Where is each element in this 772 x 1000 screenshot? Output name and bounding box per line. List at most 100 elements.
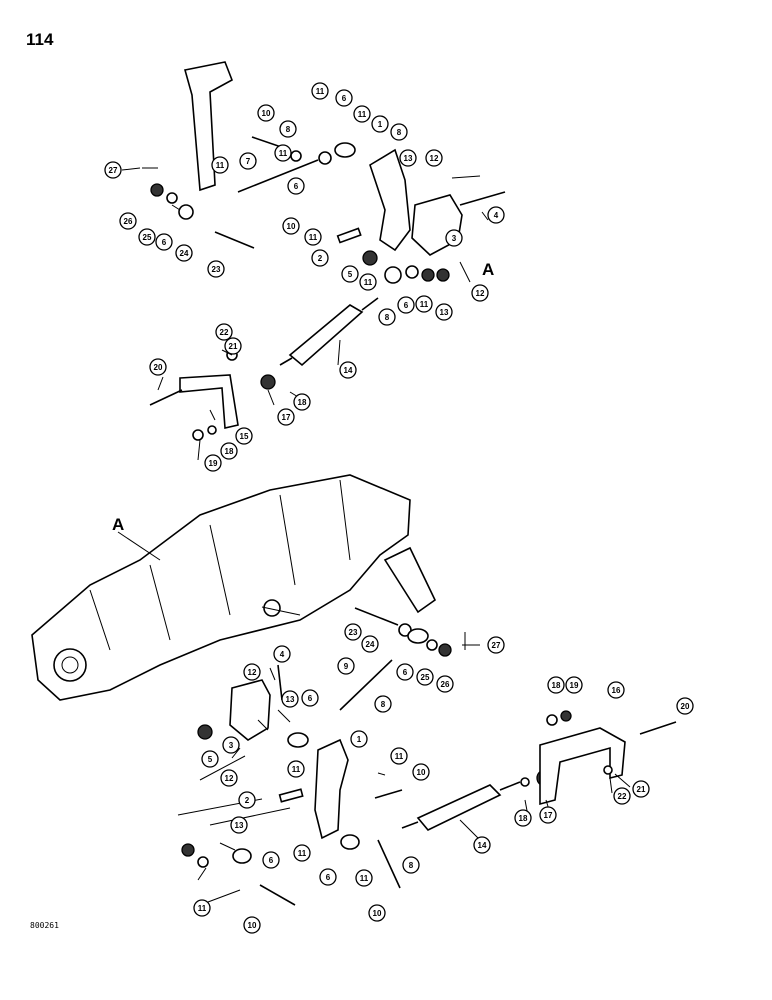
callout-bottom-16: 16 [607,681,625,699]
callout-number: 12 [476,289,485,298]
callout-number: 11 [395,752,404,761]
reference-leader-a [117,531,161,561]
washer-top-1 [290,150,302,162]
callout-top-11: 11 [304,228,322,246]
pump-housing [31,474,411,701]
callout-bottom-11: 11 [355,869,373,887]
callout-number: 19 [570,681,579,690]
callout-number: 11 [420,300,429,309]
callout-bottom-9: 9 [337,657,355,675]
callout-bottom-11: 11 [390,747,408,765]
pump-section-lines [89,479,351,651]
callout-bottom-13: 13 [230,816,248,834]
rod-end-6-bottom-4 [340,834,360,850]
callout-number: 11 [316,87,325,96]
bottom-assembly [181,546,677,906]
callout-bottom-25: 25 [416,668,434,686]
callout-number: 22 [220,328,229,337]
callout-bottom-6: 6 [396,663,414,681]
callout-bottom-18: 18 [547,676,565,694]
callout-number: 10 [287,222,296,231]
callout-bottom-2: 2 [238,791,256,809]
callout-top-5: 5 [341,265,359,283]
callout-top-23: 23 [207,260,225,278]
callout-number: 18 [519,814,528,823]
callout-number: 6 [269,856,274,865]
callout-number: 8 [385,313,390,322]
callout-top-8: 8 [390,123,408,141]
nut-19-top [192,429,204,441]
cylinder-rod-top [361,297,379,311]
callout-number: 10 [248,921,257,930]
callout-top-18: 18 [220,442,238,460]
callout-top-6: 6 [155,233,173,251]
callout-number: 26 [441,680,450,689]
callout-number: 22 [618,792,627,801]
callout-number: 11 [198,904,207,913]
pump-shaft [61,656,79,674]
callout-number: 20 [681,702,690,711]
callout-number: 12 [430,154,439,163]
nut-5-top [362,250,378,266]
callout-top-14: 14 [339,361,357,379]
callout-top-6: 6 [335,89,353,107]
callout-number: 10 [417,768,426,777]
bolt-10-bottom-3 [374,789,403,799]
nut-13-bottom [181,843,195,857]
callout-top-11: 11 [274,144,292,162]
callout-top-2: 2 [311,249,329,267]
washer-25-bottom [426,639,438,651]
bolt-20-top [149,389,183,406]
nut-26-top [150,183,164,197]
callout-top-15: 15 [235,427,253,445]
washer-top-2 [405,265,419,279]
callout-top-8: 8 [378,308,396,326]
callout-top-6: 6 [287,177,305,195]
callout-number: 12 [225,774,234,783]
rod-end-top-1 [334,142,356,158]
rod-end-6-bottom-3 [232,848,252,864]
callout-number: 6 [294,182,299,191]
callout-top-26: 26 [119,212,137,230]
linkage-arm-bottom [383,546,437,614]
callout-number: 26 [124,217,133,226]
callout-number: 6 [403,668,408,677]
cylinder-bottom [416,784,502,831]
callout-number: 1 [357,735,362,744]
bolt-20-bottom [639,721,677,735]
nut-top-2 [421,268,435,282]
callout-bottom-8: 8 [374,695,392,713]
callout-number: 7 [246,157,251,166]
rod-end-6-bottom-2 [287,732,309,748]
callout-bottom-6: 6 [319,868,337,886]
callout-top-17: 17 [277,408,295,426]
bushing-17-top [260,374,276,390]
callout-number: 24 [180,249,189,258]
pin-2-top [336,227,362,244]
callout-bottom-14: 14 [473,836,491,854]
callout-bottom-10: 10 [412,763,430,781]
callout-number: 6 [404,301,409,310]
callout-bottom-21: 21 [632,780,650,798]
pump-shaft-flange [53,648,87,682]
callout-number: 11 [360,874,369,883]
callout-number: 5 [348,270,353,279]
long-bolt-top [237,159,319,193]
callout-bottom-10: 10 [368,904,386,922]
bracket-15-top [179,374,239,429]
bolt-10-bottom-2 [259,884,296,906]
reference-label-a-top: A [482,260,494,279]
callout-number: 3 [452,234,457,243]
callout-top-8: 8 [279,120,297,138]
callout-bottom-6: 6 [262,851,280,869]
callout-bottom-8: 8 [402,856,420,874]
callout-bottom-22: 22 [613,787,631,805]
callout-number: 6 [326,873,331,882]
callout-number: 10 [373,909,382,918]
callout-number: 11 [216,161,225,170]
callout-number: 13 [235,821,244,830]
callout-number: 17 [544,811,553,820]
callout-top-3: 3 [445,229,463,247]
callout-top-11: 11 [353,105,371,123]
callout-number: 27 [492,641,501,650]
